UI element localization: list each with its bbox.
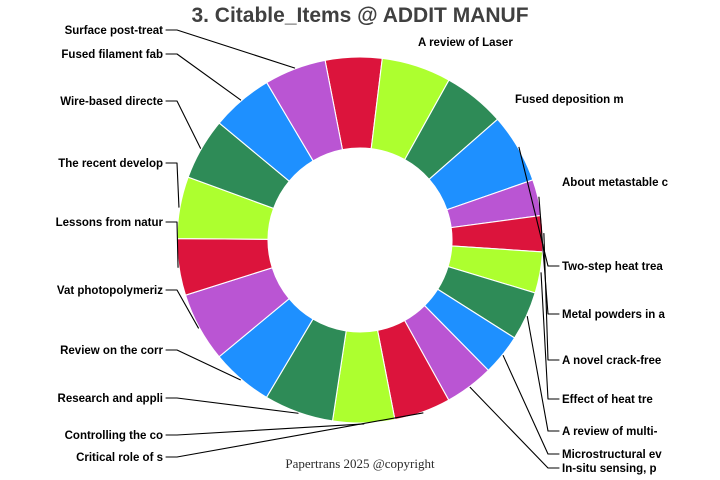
slice-label: Wire-based directe xyxy=(60,96,163,108)
leader-line xyxy=(165,423,365,436)
leader-line xyxy=(165,100,202,149)
slice-label: A review of Laser xyxy=(418,37,513,49)
slice-label: In-situ sensing, p xyxy=(562,463,657,475)
leader-line xyxy=(165,289,199,329)
slice-label: Fused deposition m xyxy=(515,94,624,106)
leader-line xyxy=(538,196,560,315)
leader-line xyxy=(518,146,560,267)
slice-label: Controlling the co xyxy=(65,430,163,442)
leader-line xyxy=(526,316,560,432)
page-title: 3. Citable_Items @ ADDIT MANUF xyxy=(191,4,529,27)
slice-label: Effect of heat tre xyxy=(562,394,653,406)
leader-line xyxy=(165,29,296,69)
slice-label: Surface post-treat xyxy=(65,25,164,37)
leader-line xyxy=(540,272,560,400)
slice-label: A review of multi- xyxy=(562,426,658,438)
slice-label: Review on the corr xyxy=(60,345,163,357)
leader-line xyxy=(165,412,424,458)
leader-lines xyxy=(165,29,560,469)
leader-line xyxy=(469,386,560,469)
slice-label: Critical role of s xyxy=(76,452,163,464)
leader-line xyxy=(543,233,560,361)
slice-label: Microstructural ev xyxy=(562,449,662,461)
leader-line xyxy=(165,162,180,208)
leader-line xyxy=(165,53,242,101)
slice-label: A novel crack-free xyxy=(562,355,661,367)
slice-label: The recent develop xyxy=(58,158,163,170)
leader-line xyxy=(165,221,179,268)
slice-label: About metastable c xyxy=(562,177,669,189)
slice-label: Vat photopolymeriz xyxy=(57,285,163,297)
slice-label: Two-step heat trea xyxy=(562,261,663,273)
slice-label: Lessons from natur xyxy=(56,217,164,229)
slice-label: Fused filament fab xyxy=(61,49,163,61)
leader-line xyxy=(165,349,241,381)
leader-line xyxy=(502,355,560,455)
slice-label: Research and appli xyxy=(58,393,163,405)
slice-label: Metal powders in a xyxy=(562,309,665,321)
copyright-note: Papertrans 2025 @copyright xyxy=(285,456,435,471)
donut-slice[interactable] xyxy=(265,59,344,162)
donut-slices xyxy=(176,56,544,424)
leader-line xyxy=(165,397,299,414)
